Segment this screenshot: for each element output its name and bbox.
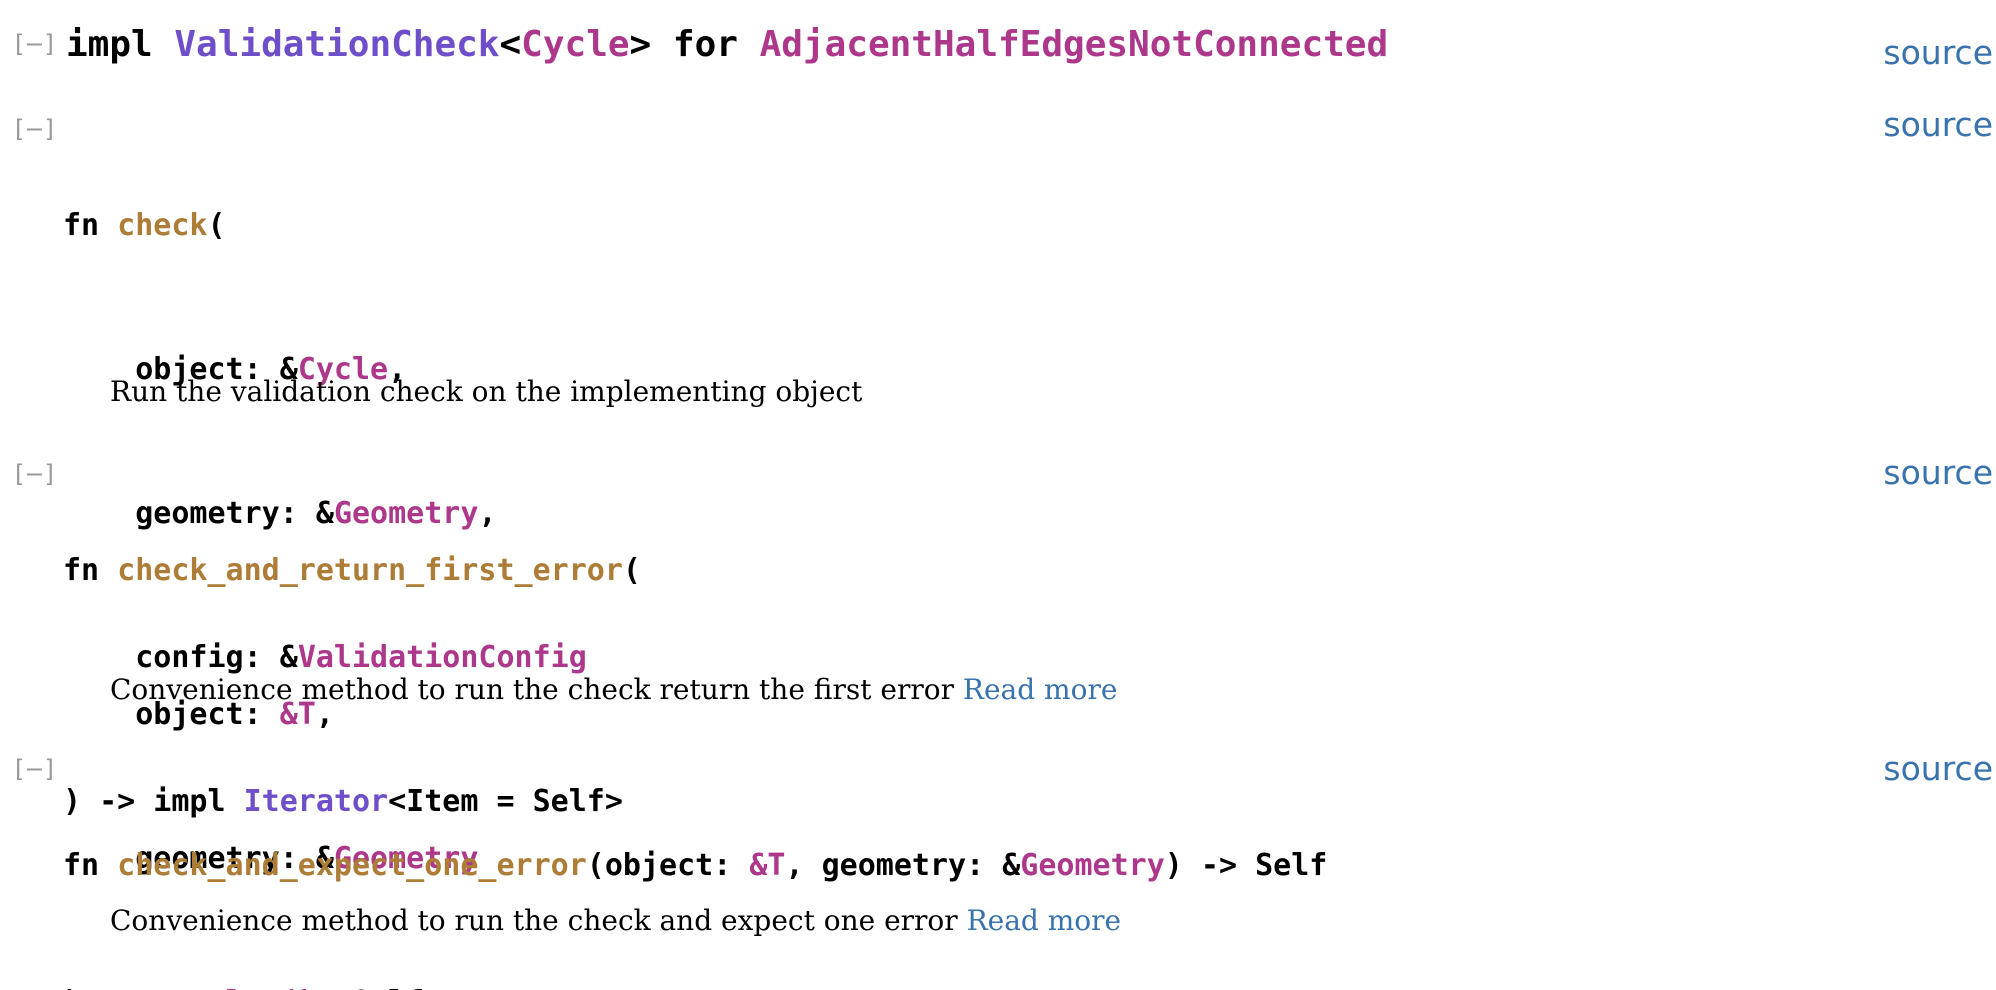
fn-link[interactable]: check	[117, 208, 208, 243]
code-text: (	[622, 553, 641, 588]
code-text: ,	[315, 697, 334, 732]
doc-text: Convenience method to run the check retu…	[110, 673, 963, 706]
signature-line: geometry: &Geometry	[63, 835, 641, 883]
code-text: ) -> impl	[63, 784, 244, 819]
code-text: <	[499, 24, 522, 65]
code-text: object: &	[63, 352, 298, 387]
signature-line: config: &ValidationConfig	[63, 634, 623, 682]
collapse-toggle-icon[interactable]: [−]	[15, 460, 54, 488]
fn-link[interactable]: check_and_return_first_error	[117, 553, 623, 588]
type-link[interactable]: Geometry	[333, 841, 479, 876]
collapse-toggle-icon[interactable]: [−]	[15, 755, 54, 783]
source-link[interactable]: source	[1883, 749, 1993, 788]
method-signature-check-and-expect-one-error: fn check_and_expect_one_error(object: &T…	[63, 746, 1327, 990]
type-link[interactable]: &T	[749, 848, 786, 883]
code-text: ,	[478, 496, 497, 531]
signature-line: object: &Cycle,	[63, 346, 623, 394]
type-link[interactable]: Geometry	[333, 496, 479, 531]
type-link[interactable]: ()	[280, 985, 316, 990]
code-text: <Item = Self>	[388, 784, 623, 819]
impl-heading: impl ValidationCheck<Cycle> for Adjacent…	[66, 21, 1388, 69]
code-text: geometry: &	[63, 841, 334, 876]
trait-link[interactable]: ValidationCheck	[174, 24, 500, 65]
code-text: impl	[66, 24, 175, 65]
type-link[interactable]: &T	[279, 697, 316, 732]
signature-line: ) -> impl Iterator<Item = Self>	[63, 778, 623, 826]
read-more-link[interactable]: Read more	[966, 904, 1122, 937]
type-link[interactable]: Cycle	[521, 24, 630, 65]
doc-text: Convenience method to run the check and …	[110, 904, 967, 937]
source-link[interactable]: source	[1883, 33, 1993, 72]
method-doc: Convenience method to run the check and …	[110, 904, 1121, 938]
code-text: , geometry: &	[785, 848, 1021, 883]
code-text: <	[262, 985, 280, 990]
type-link[interactable]: ValidationConfig	[297, 640, 587, 675]
code-text: fn	[63, 208, 118, 243]
type-link[interactable]: Geometry	[1020, 848, 1165, 883]
code-text: (object:	[586, 848, 750, 883]
code-text: (	[207, 208, 226, 243]
code-text: fn	[63, 553, 118, 588]
code-text: ,	[388, 352, 407, 387]
signature-line: fn check_and_return_first_error(	[63, 547, 641, 595]
collapse-toggle-icon[interactable]: [−]	[15, 115, 54, 143]
method-doc: Convenience method to run the check retu…	[110, 673, 1117, 707]
code-text: ) ->	[63, 985, 153, 990]
source-link[interactable]: source	[1883, 105, 1993, 144]
code-text: object:	[63, 697, 280, 732]
fn-link[interactable]: check_and_expect_one_error	[117, 848, 587, 883]
trait-link[interactable]: Iterator	[243, 784, 389, 819]
code-text: , Self>	[316, 985, 442, 990]
method-signature-check-and-return-first-error: fn check_and_return_first_error( object:…	[63, 451, 641, 990]
type-link[interactable]: Result	[153, 985, 261, 990]
code-text: > for	[629, 24, 760, 65]
code-text: geometry: &	[63, 496, 334, 531]
read-more-link[interactable]: Read more	[962, 673, 1118, 706]
type-link[interactable]: Cycle	[297, 352, 389, 387]
doc-text: Run the validation check on the implemen…	[110, 375, 863, 408]
signature-line: ) -> Result<(), Self>	[63, 979, 641, 990]
where-clause-line: where	[63, 986, 1327, 990]
signature-line: fn check_and_expect_one_error(object: &T…	[63, 842, 1327, 890]
code-text: config: &	[63, 640, 298, 675]
collapse-toggle-icon[interactable]: [−]	[15, 30, 54, 58]
source-link[interactable]: source	[1883, 453, 1993, 492]
method-doc: Run the validation check on the implemen…	[110, 375, 862, 409]
signature-line: geometry: &Geometry,	[63, 490, 623, 538]
code-text: ) -> Self	[1164, 848, 1328, 883]
code-text: fn	[63, 848, 118, 883]
method-signature-check: fn check( object: &Cycle, geometry: &Geo…	[63, 106, 623, 922]
signature-line: fn check(	[63, 202, 623, 250]
type-link[interactable]: AdjacentHalfEdgesNotConnected	[759, 24, 1389, 65]
signature-line: object: &T,	[63, 691, 641, 739]
